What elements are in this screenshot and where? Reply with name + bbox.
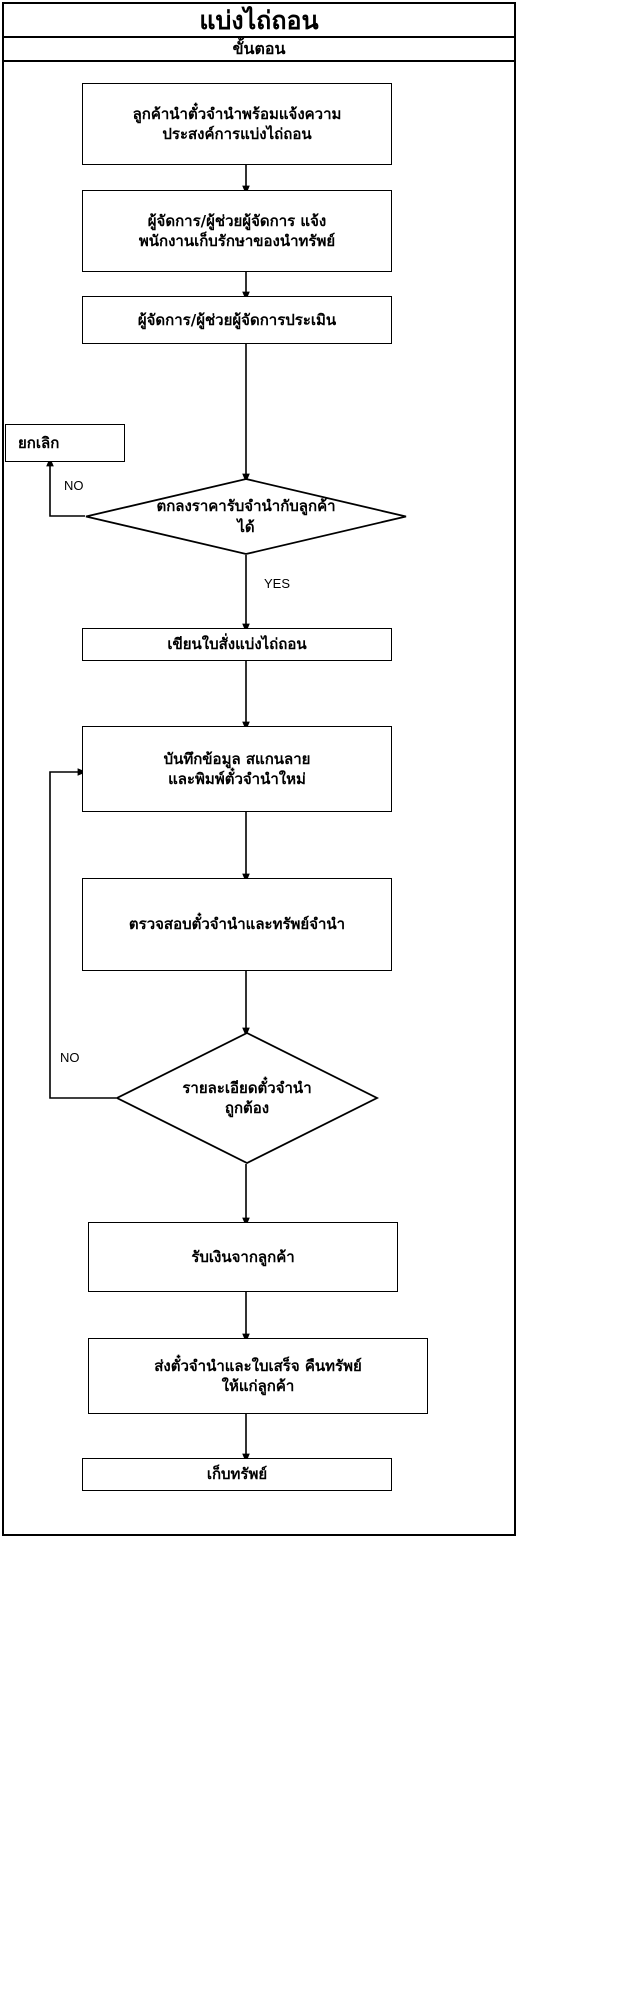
decision-diamond-shape: [114, 1031, 380, 1165]
process-box-cancel[interactable]: ยกเลิก: [5, 424, 125, 462]
process-box-return-ticket-receipt-asset[interactable]: ส่งตั๋วจำนำและใบเสร็จ คืนทรัพย์ให้แก่ลูก…: [88, 1338, 428, 1414]
node-label: ผู้จัดการ/ผู้ช่วยผู้จัดการ แจ้งพนักงานเก…: [138, 211, 336, 250]
decision-details-correct[interactable]: รายละเอียดตั๋วจำนำถูกต้อง: [114, 1031, 380, 1165]
node-label: เก็บทรัพย์: [206, 1465, 268, 1484]
process-box-store-asset[interactable]: เก็บทรัพย์: [82, 1458, 392, 1491]
node-label: ผู้จัดการ/ผู้ช่วยผู้จัดการประเมิน: [137, 310, 337, 329]
column-header-steps: ขั้นตอน: [232, 39, 286, 58]
diagram-subtitle-bar: ขั้นตอน: [2, 36, 516, 62]
connector-lines: [46, 165, 250, 1463]
node-label: ลูกค้านำตั๋วจำนำพร้อมแจ้งความประสงค์การแ…: [132, 104, 342, 143]
process-box-record-scan-print[interactable]: บันทึกข้อมูล สแกนลายและพิมพ์ตั๋วจำนำใหม่: [82, 726, 392, 812]
decision-price-agreed[interactable]: ตกลงราคารับจำนำกับลูกค้าได้: [85, 478, 407, 555]
process-box-verify-ticket-and-asset[interactable]: ตรวจสอบตั๋วจำนำและทรัพย์จำนำ: [82, 878, 392, 971]
edge-label-no-details: NO: [60, 1050, 80, 1065]
process-box-manager-notify-custodian[interactable]: ผู้จัดการ/ผู้ช่วยผู้จัดการ แจ้งพนักงานเก…: [82, 190, 392, 272]
process-box-write-order[interactable]: เขียนใบสั่งแบ่งไถ่ถอน: [82, 628, 392, 661]
edge-label-yes-price: YES: [264, 576, 291, 591]
process-box-manager-appraise[interactable]: ผู้จัดการ/ผู้ช่วยผู้จัดการประเมิน: [82, 296, 392, 344]
node-label: บันทึกข้อมูล สแกนลายและพิมพ์ตั๋วจำนำใหม่: [163, 749, 311, 788]
process-box-customer-bring-ticket[interactable]: ลูกค้านำตั๋วจำนำพร้อมแจ้งความประสงค์การแ…: [82, 83, 392, 165]
flowchart-frame: แบ่งไถ่ถอน ขั้นตอน: [2, 2, 516, 1536]
decision-diamond-shape: [85, 478, 407, 555]
node-label: เขียนใบสั่งแบ่งไถ่ถอน: [167, 635, 307, 654]
node-label: รับเงินจากลูกค้า: [191, 1247, 295, 1266]
edge-label-no-price: NO: [64, 478, 84, 493]
node-label: ยกเลิก: [18, 433, 60, 452]
node-label: ตรวจสอบตั๋วจำนำและทรัพย์จำนำ: [128, 915, 346, 934]
page-title: แบ่งไถ่ถอน: [199, 5, 319, 35]
node-label: ส่งตั๋วจำนำและใบเสร็จ คืนทรัพย์ให้แก่ลูก…: [154, 1356, 362, 1395]
process-box-receive-money[interactable]: รับเงินจากลูกค้า: [88, 1222, 398, 1292]
